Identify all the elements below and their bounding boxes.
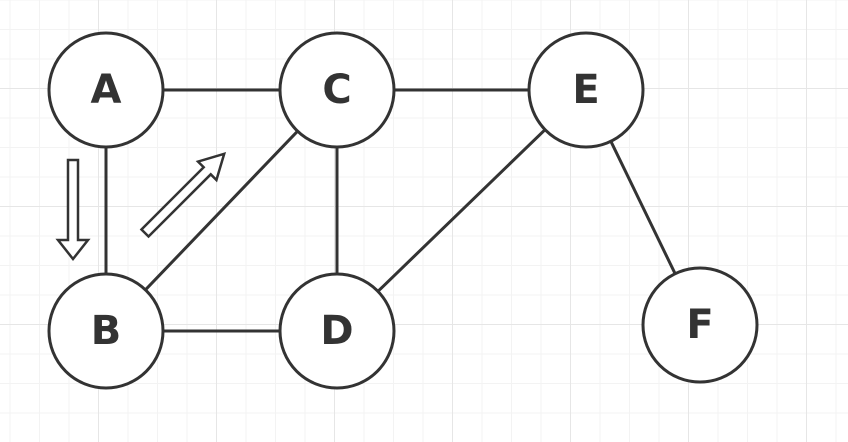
- edge-d-e: [376, 128, 547, 293]
- node-d-label: D: [320, 308, 353, 354]
- edge-e-f: [609, 140, 677, 275]
- node-f-circle: [641, 266, 759, 384]
- node-b-circle: [47, 272, 165, 390]
- node-e-label: E: [572, 67, 599, 113]
- traversal-arrows: [55, 151, 227, 262]
- traversal-arrow-a-to-b: [55, 158, 91, 262]
- node-a-label: A: [91, 67, 122, 113]
- nodes-layer: A B C D E F: [47, 31, 759, 390]
- edge-c-b: [144, 130, 299, 291]
- node-c-label: C: [322, 67, 351, 113]
- node-b-label: B: [91, 308, 122, 354]
- traversal-arrow-b-to-c: [139, 151, 227, 239]
- node-e-circle: [527, 31, 645, 149]
- node-c-circle: [278, 31, 396, 149]
- node-f-label: F: [686, 302, 713, 348]
- graph-node-d: D: [278, 272, 396, 390]
- graph-node-b: B: [47, 272, 165, 390]
- graph-node-f: F: [641, 266, 759, 384]
- node-d-circle: [278, 272, 396, 390]
- graph-node-e: E: [527, 31, 645, 149]
- graph-node-a: A: [47, 31, 165, 149]
- node-a-circle: [47, 31, 165, 149]
- edges-layer: [104, 88, 677, 333]
- graph-node-c: C: [278, 31, 396, 149]
